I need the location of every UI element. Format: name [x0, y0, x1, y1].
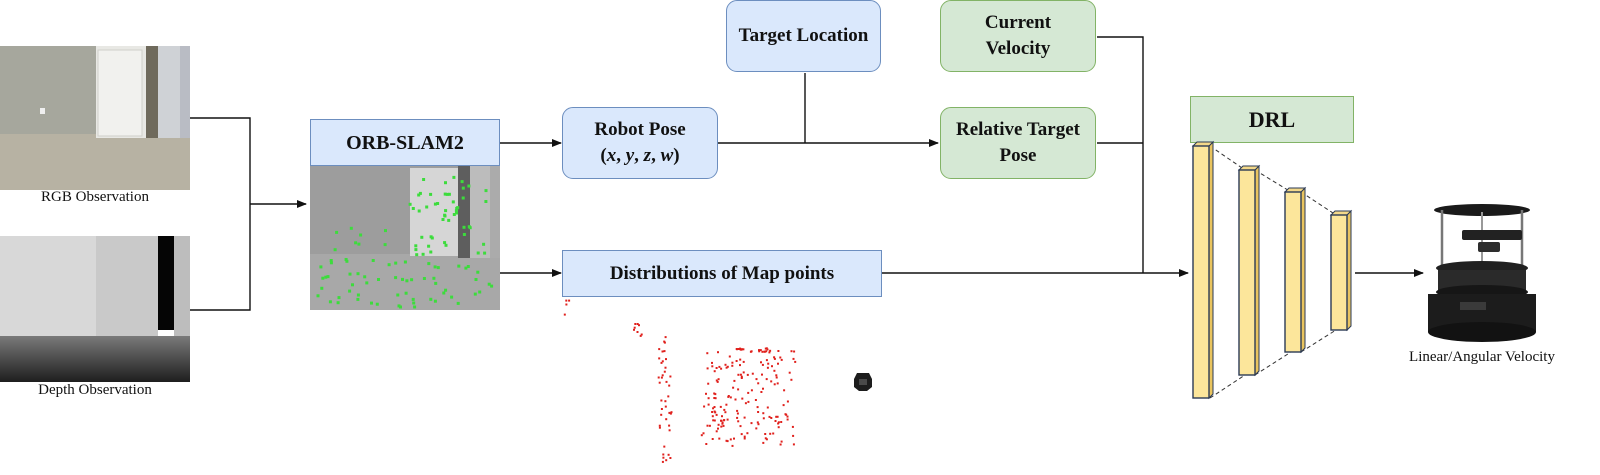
- nn-layer-1: [1192, 145, 1210, 399]
- nn-layer-2: [1238, 169, 1256, 376]
- turtlebot-robot-icon: [1428, 204, 1536, 342]
- current-velocity-box: Current Velocity: [940, 0, 1096, 72]
- nn-layer-3: [1284, 191, 1302, 353]
- depth-observation-image: [0, 236, 190, 382]
- rgb-observation-image: [0, 46, 190, 190]
- drl-box: DRL: [1190, 96, 1354, 143]
- robot-pose-box: Robot Pose (x, y, z, w): [562, 107, 718, 179]
- orb-slam2-box: ORB-SLAM2: [310, 119, 500, 166]
- map-points-label: Distributions of Map points: [609, 262, 835, 284]
- robot-pose-coordinates: (x, y, z, w): [600, 145, 680, 166]
- robot-marker-icon: [854, 373, 872, 391]
- map-point-cloud: [563, 299, 797, 463]
- depth-observation-caption: Depth Observation: [38, 382, 152, 398]
- rgb-observation-caption: RGB Observation: [41, 189, 149, 205]
- neural-network-icon: [1191, 140, 1353, 400]
- relative-target-pose-label: Relative Target Pose: [955, 119, 1080, 166]
- target-location-box: Target Location: [726, 0, 881, 72]
- current-velocity-label: Current Velocity: [984, 12, 1052, 59]
- relative-target-pose-box: Relative Target Pose: [940, 107, 1096, 179]
- drl-label: DRL: [1248, 106, 1296, 132]
- orb-slam2-label: ORB-SLAM2: [346, 131, 464, 154]
- linear-angular-velocity-caption: Linear/Angular Velocity: [1409, 349, 1555, 365]
- slam-feature-image: [310, 166, 500, 310]
- target-location-label: Target Location: [738, 25, 869, 46]
- map-points-box: Distributions of Map points: [562, 250, 882, 297]
- nn-layer-4: [1330, 214, 1348, 331]
- robot-pose-title: Robot Pose: [594, 119, 686, 140]
